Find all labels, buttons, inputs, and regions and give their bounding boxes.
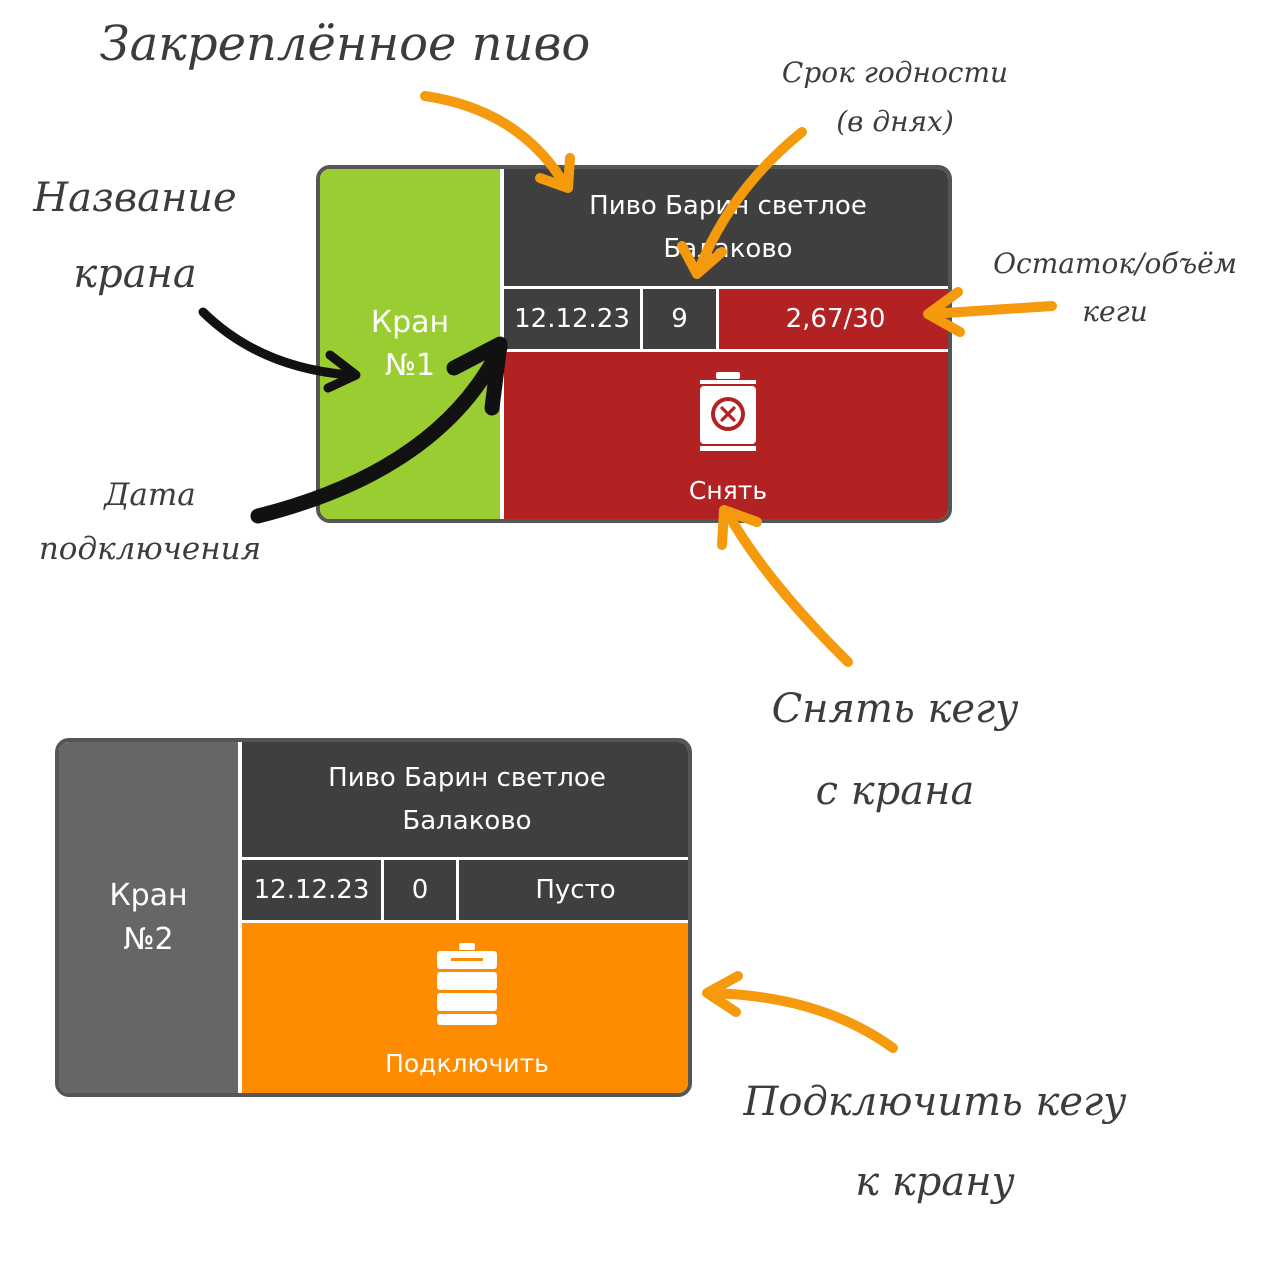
keg-icon (437, 942, 497, 1025)
remove-keg-button[interactable]: Снять (504, 352, 948, 519)
remove-keg-label: Снять (688, 476, 768, 505)
annotation-pinned-beer: Закреплённое пиво (99, 16, 591, 72)
tap-card-2: Кран №2 Пиво Барин светлое Балаково 12.1… (55, 738, 692, 1097)
tap-card-1: Кран №1 Пиво Барин светлое Балаково 12.1… (316, 165, 952, 523)
connect-date-1: 12.12.23 (504, 289, 640, 349)
annotation-shelf-life: Срок годности (в днях) (781, 56, 1009, 138)
keg-volume-2: Пусто (459, 860, 688, 920)
connect-date-2: 12.12.23 (242, 860, 381, 920)
annotation-connect-date: Дата подключения (38, 477, 262, 568)
tap-name-1[interactable]: Кран №1 (320, 169, 500, 519)
tap-name-2[interactable]: Кран №2 (59, 742, 238, 1093)
annotation-tap-name: Название крана (33, 175, 237, 297)
pinned-beer-2[interactable]: Пиво Барин светлое Балаково (242, 742, 688, 857)
shelf-days-2: 0 (384, 860, 456, 920)
annotation-connect-keg: Подключить кегу к крану (743, 1079, 1127, 1205)
arrow-remove-keg (722, 507, 853, 667)
annotation-remaining: Остаток/объём кеги (993, 247, 1237, 328)
keg-volume-1: 2,67/30 (719, 289, 948, 349)
pinned-beer-1[interactable]: Пиво Барин светлое Балаково (504, 169, 948, 286)
annotation-remove-keg: Снять кегу с крана (771, 686, 1019, 814)
connect-keg-label: Подключить (385, 1048, 549, 1078)
connect-keg-button[interactable]: Подключить (242, 923, 688, 1093)
shelf-days-1: 9 (643, 289, 716, 349)
arrow-connect-keg (703, 988, 898, 1053)
keg-remove-icon (700, 372, 756, 451)
